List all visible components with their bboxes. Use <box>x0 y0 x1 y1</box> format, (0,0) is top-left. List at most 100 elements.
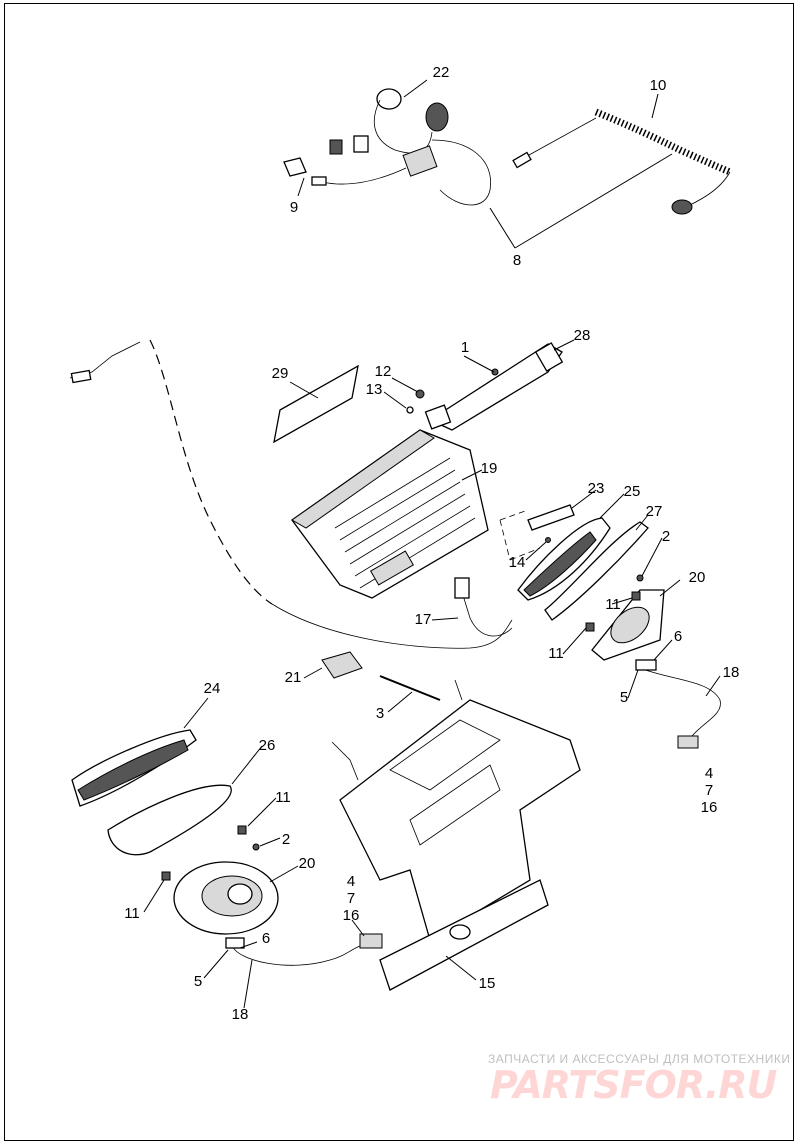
callout-21: 21 <box>285 669 302 686</box>
amp-harness-plug <box>454 577 470 599</box>
headset-assembly <box>283 88 492 206</box>
cable-tie <box>379 675 441 701</box>
amp-harness <box>461 591 513 637</box>
mounting-frame-plate <box>339 699 581 941</box>
headset-earcup-left <box>376 88 402 110</box>
diagram-frame <box>4 3 794 1141</box>
callout-16-left: 16 <box>343 907 360 924</box>
screw-2-left <box>252 843 260 851</box>
washer-13 <box>406 406 414 414</box>
callout-11-left-upper: 11 <box>275 789 291 806</box>
callout-12: 12 <box>375 363 392 380</box>
callout-19: 19 <box>481 460 498 477</box>
headset-lead <box>321 167 407 185</box>
headset-plug <box>311 176 327 186</box>
callout-27: 27 <box>646 503 663 520</box>
amplifier <box>291 429 489 599</box>
mounting-frame-hole <box>449 924 471 940</box>
instruction-card <box>273 364 359 444</box>
callout-29: 29 <box>272 365 289 382</box>
antenna-cable-route <box>149 339 273 605</box>
callout-5-left: 5 <box>194 973 202 990</box>
callout-6-right: 6 <box>674 628 682 645</box>
speaker-harness-left-plug <box>225 937 245 949</box>
callout-13: 13 <box>366 381 383 398</box>
callout-11-right-upper: 11 <box>605 596 621 613</box>
callout-14: 14 <box>509 554 526 571</box>
callout-2-left: 2 <box>282 831 290 848</box>
speaker-bezel-left <box>107 784 232 856</box>
callout-1: 1 <box>461 339 469 356</box>
screw-1 <box>491 368 499 376</box>
antenna-connector <box>70 369 92 384</box>
amplifier-front-panel <box>291 429 435 529</box>
clip-11-right-upper <box>631 591 641 601</box>
callout-2-right: 2 <box>662 528 670 545</box>
coiled-cable-plug <box>512 151 532 169</box>
callout-labels: 22 10 9 8 1 28 29 12 13 19 23 14 25 27 2… <box>124 64 739 1023</box>
callout-23: 23 <box>588 480 605 497</box>
callout-11-right-lower: 11 <box>548 645 564 662</box>
headset-control-box <box>402 145 438 177</box>
speaker-grille-left-group <box>71 729 197 807</box>
callout-6-left: 6 <box>262 930 270 947</box>
coiled-cable-connector <box>671 199 693 215</box>
coiled-cable-tail <box>689 171 731 206</box>
mic-windscreen <box>283 157 307 177</box>
callout-22: 22 <box>433 64 450 81</box>
headset-cable-loop <box>431 139 492 206</box>
callout-11-left-lower: 11 <box>124 905 140 922</box>
mounting-frame-cutout <box>409 764 501 846</box>
callout-28: 28 <box>574 327 591 344</box>
screw-2-right <box>636 574 644 582</box>
clip-11-left-upper <box>237 825 247 835</box>
callout-18-right: 18 <box>723 664 740 681</box>
callout-4-right: 4 <box>705 765 713 782</box>
callout-7-right: 7 <box>705 782 713 799</box>
antenna-cable-harness <box>271 603 513 649</box>
coiled-cable-coil <box>594 108 732 176</box>
bracket-guide <box>499 509 541 561</box>
strap-clip <box>424 404 452 430</box>
callout-18-left: 18 <box>232 1006 249 1023</box>
bracket-23 <box>527 504 575 531</box>
speaker-bezel-right <box>544 521 649 621</box>
clip-11-right-lower <box>585 622 595 632</box>
speaker-harness-left-connector <box>359 933 383 949</box>
speaker-harness-right <box>639 667 721 737</box>
speaker-left-magnet <box>227 883 253 905</box>
callout-26: 26 <box>259 737 276 754</box>
callout-5-right: 5 <box>620 689 628 706</box>
callout-16-right: 16 <box>701 799 718 816</box>
callout-20-left: 20 <box>299 855 316 872</box>
mounting-frame-tab-left <box>331 741 359 781</box>
watermark-tagline: ЗАПЧАСТИ И АКСЕССУАРЫ ДЛЯ МОТОТЕХНИКИ <box>488 1052 791 1066</box>
headset-earcup-right <box>425 102 449 132</box>
mounting-frame-opening <box>389 719 501 791</box>
headset-clip-2 <box>353 135 369 153</box>
callout-15: 15 <box>479 975 496 992</box>
mounting-frame-tab-top <box>454 679 463 701</box>
screw-14 <box>545 537 551 543</box>
headset-cable <box>373 99 433 154</box>
speaker-grille-left-mesh <box>77 739 189 801</box>
speaker-grille-right-mesh <box>523 531 597 597</box>
callout-7-left: 7 <box>347 890 355 907</box>
speaker-right-cone <box>610 606 650 644</box>
callout-17: 17 <box>415 611 432 628</box>
speaker-harness-left <box>231 945 361 966</box>
coiled-cable-lead <box>519 117 597 161</box>
callout-10: 10 <box>650 77 667 94</box>
gps-antenna <box>321 651 363 679</box>
callout-9: 9 <box>290 199 298 216</box>
callout-3: 3 <box>376 705 384 722</box>
leader-lines <box>143 79 721 1009</box>
callout-25: 25 <box>624 483 641 500</box>
speaker-harness-right-connector <box>677 735 699 749</box>
callout-24: 24 <box>204 680 221 697</box>
amplifier-connector <box>369 550 415 586</box>
mounting-frame <box>331 679 581 991</box>
callout-20-right: 20 <box>689 569 706 586</box>
clip-11-left-lower <box>161 871 171 881</box>
callout-8: 8 <box>513 252 521 269</box>
